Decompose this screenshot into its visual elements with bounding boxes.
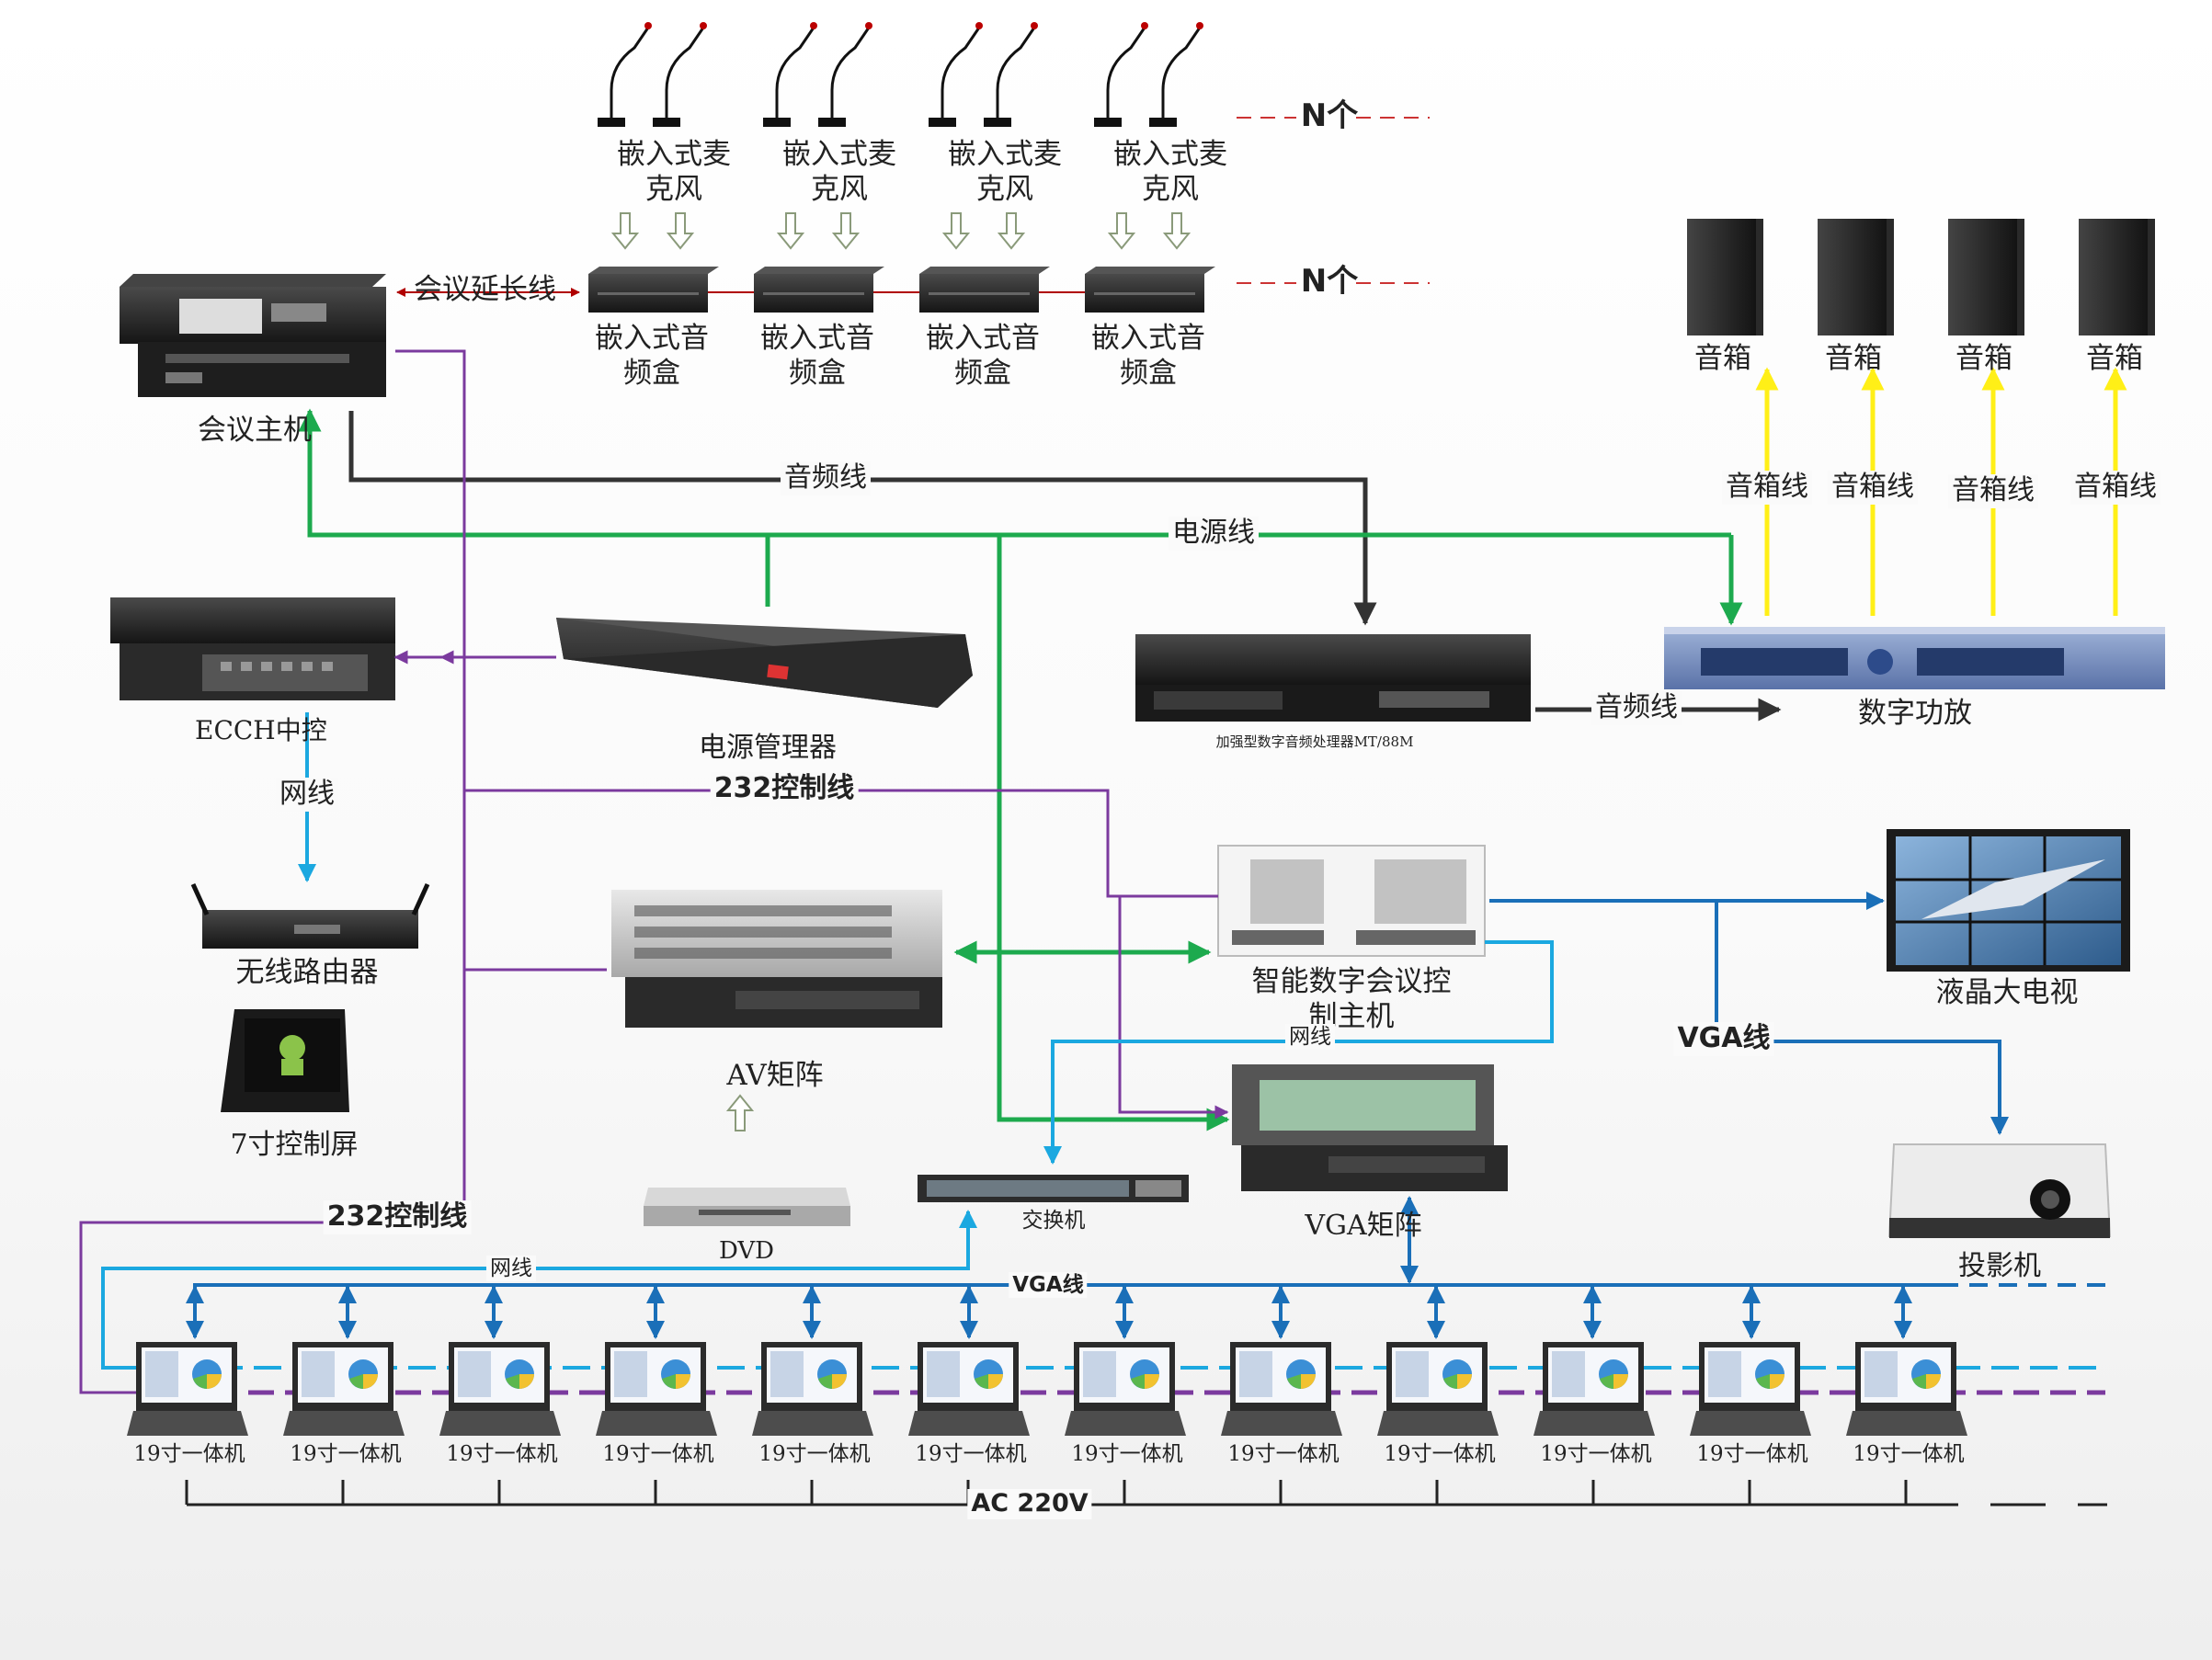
vga-wire-label: VGA线 (1673, 1022, 1774, 1056)
ecch-label: ECCH中控 (195, 715, 327, 745)
lcd-tv-device (1887, 829, 2130, 972)
n-marker-boxes: N个 (1300, 263, 1359, 300)
power-manager-label: 电源管理器 (699, 732, 837, 764)
audio-box-units (588, 267, 1215, 313)
audio-box-label-2: 嵌入式音频盒 (760, 322, 874, 390)
microphone-units (598, 20, 1205, 129)
host-label: 会议主机 (198, 414, 312, 447)
audio-box-label-3: 嵌入式音频盒 (926, 322, 1040, 390)
router-network-label: 网线 (276, 778, 338, 812)
amp-label: 数字功放 (1858, 697, 1972, 730)
projector-label: 投影机 (1958, 1250, 2041, 1282)
vga-matrix-device (1232, 1064, 1508, 1191)
ac-power-label: AC 220V (967, 1489, 1092, 1519)
speaker-label-3: 音箱 (1955, 342, 2012, 375)
n-marker-mics: N个 (1300, 97, 1359, 134)
rs232-wire (79, 349, 2105, 1395)
terminal-label-9: 19寸一体机 (1384, 1442, 1496, 1466)
touch-panel-device (221, 1009, 349, 1112)
terminal-label-8: 19寸一体机 (1227, 1442, 1340, 1466)
rs232-wire-label-bottom: 232控制线 (323, 1200, 472, 1234)
mic-label-4: 嵌入式麦克风 (1113, 138, 1227, 206)
ac-power-bus (185, 1480, 2107, 1507)
speaker-wire-label-1: 音箱线 (1722, 471, 1812, 505)
dsp-device (1135, 634, 1531, 722)
mic-down-arrows (610, 212, 1190, 250)
speaker-label-4: 音箱 (2086, 342, 2143, 375)
terminal-units (127, 1342, 1967, 1436)
speaker-wire-label-4: 音箱线 (2070, 471, 2161, 505)
mic-label-2: 嵌入式麦克风 (782, 138, 896, 206)
speaker-wire (1755, 367, 2127, 616)
av-matrix-device (611, 890, 942, 1028)
av-matrix-label: AV矩阵 (726, 1059, 824, 1092)
terminals-vga-label: VGA线 (1009, 1272, 1088, 1299)
panel-label: 7寸控制屏 (230, 1129, 359, 1161)
terminal-label-3: 19寸一体机 (446, 1442, 558, 1466)
dsp-label: 加强型数字音频处理器MT/88M (1215, 733, 1414, 750)
terminal-label-12: 19寸一体机 (1853, 1442, 1965, 1466)
dvd-device (644, 1094, 850, 1226)
audio-wire-label: 音频线 (781, 461, 871, 495)
audio-box-label-4: 嵌入式音频盒 (1091, 322, 1205, 390)
terminal-label-5: 19寸一体机 (758, 1442, 871, 1466)
speaker-wire-label-3: 音箱线 (1948, 474, 2038, 508)
n-marker-lines (1237, 117, 1430, 284)
terminal-label-7: 19寸一体机 (1071, 1442, 1183, 1466)
power-wire-label: 电源线 (1169, 517, 1259, 551)
tv-label: 液晶大电视 (1935, 976, 2079, 1009)
terminal-label-2: 19寸一体机 (290, 1442, 402, 1466)
terminal-label-10: 19寸一体机 (1540, 1442, 1652, 1466)
smart-host-device (1217, 845, 1486, 957)
network-switch-device (918, 1175, 1189, 1202)
power-manager-device (556, 618, 973, 708)
speaker-units (1687, 219, 2155, 335)
speaker-label-2: 音箱 (1825, 342, 1882, 375)
router-label: 无线路由器 (235, 956, 379, 989)
router-device (190, 882, 430, 949)
smart-host-label: 智能数字会议控制主机 (1251, 965, 1452, 1033)
extension-wire-label: 会议延长线 (414, 273, 556, 306)
speaker-label-1: 音箱 (1694, 342, 1751, 375)
conference-host-device (120, 274, 386, 397)
audio-box-label-1: 嵌入式音频盒 (595, 322, 709, 390)
power-wire (298, 408, 1743, 1131)
switch-label: 交换机 (1021, 1209, 1086, 1233)
mic-label-1: 嵌入式麦克风 (617, 138, 731, 206)
amplifier-device (1664, 627, 2165, 689)
terminal-label-4: 19寸一体机 (602, 1442, 714, 1466)
smart-host-network-label: 网线 (1285, 1024, 1335, 1051)
dvd-label: DVD (718, 1237, 775, 1265)
terminal-label-11: 19寸一体机 (1696, 1442, 1808, 1466)
speaker-wire-label-2: 音箱线 (1828, 471, 1918, 505)
terminals-network-label: 网线 (486, 1256, 536, 1282)
terminal-label-1: 19寸一体机 (133, 1442, 245, 1466)
projector-device (1887, 1143, 2112, 1238)
ecch-device (110, 597, 395, 700)
terminal-label-6: 19寸一体机 (915, 1442, 1027, 1466)
vga-matrix-label: VGA矩阵 (1305, 1210, 1422, 1242)
dsp-audio-wire-label: 音频线 (1591, 691, 1682, 725)
rs232-wire-label-top: 232控制线 (710, 772, 859, 806)
mic-label-3: 嵌入式麦克风 (948, 138, 1062, 206)
audio-wire (348, 411, 1782, 722)
